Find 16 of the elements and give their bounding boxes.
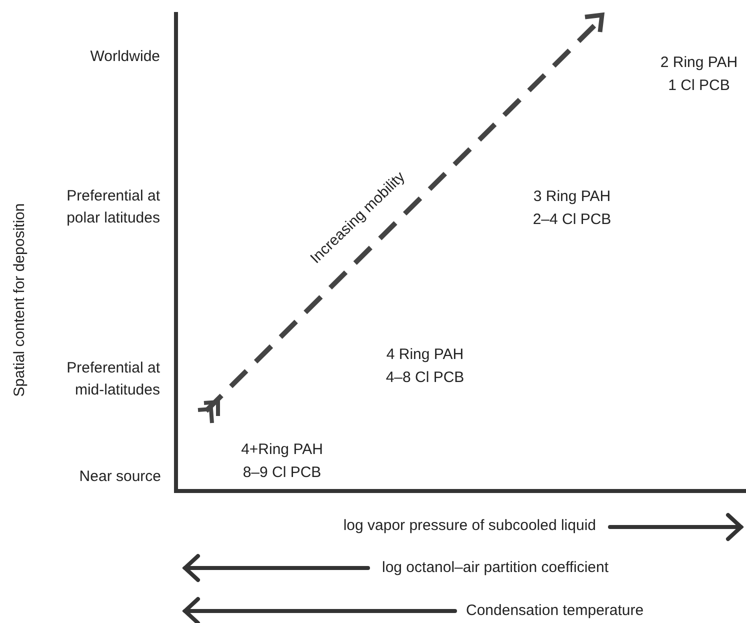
axis-title: Spatial content for deposition [10,203,30,397]
group-label: 8–9 Cl PCB [242,463,322,484]
group-label: 4+Ring PAH [241,440,323,460]
axis-title: log octanol–air partition coefficient [382,558,609,578]
group-label: 4–8 Cl PCB [386,368,464,388]
axis-title: log vapor pressure of subcooled liquid [343,516,596,536]
axis-category: Preferential at polar latitudes [66,186,160,228]
axis-category: Preferential at mid-latitudes [66,358,160,400]
group-label: 2 Ring PAH [660,53,738,74]
group-label: 3 Ring PAH [533,187,611,208]
group-label: 1 Cl PCB [668,76,730,96]
group-label: 4 Ring PAH [386,345,464,366]
group-label: 2–4 Cl PCB [532,210,612,230]
axis-title: Condensation temperature [466,601,644,622]
axis-category: Near source [79,467,161,488]
axis-category: Worldwide [90,47,160,68]
